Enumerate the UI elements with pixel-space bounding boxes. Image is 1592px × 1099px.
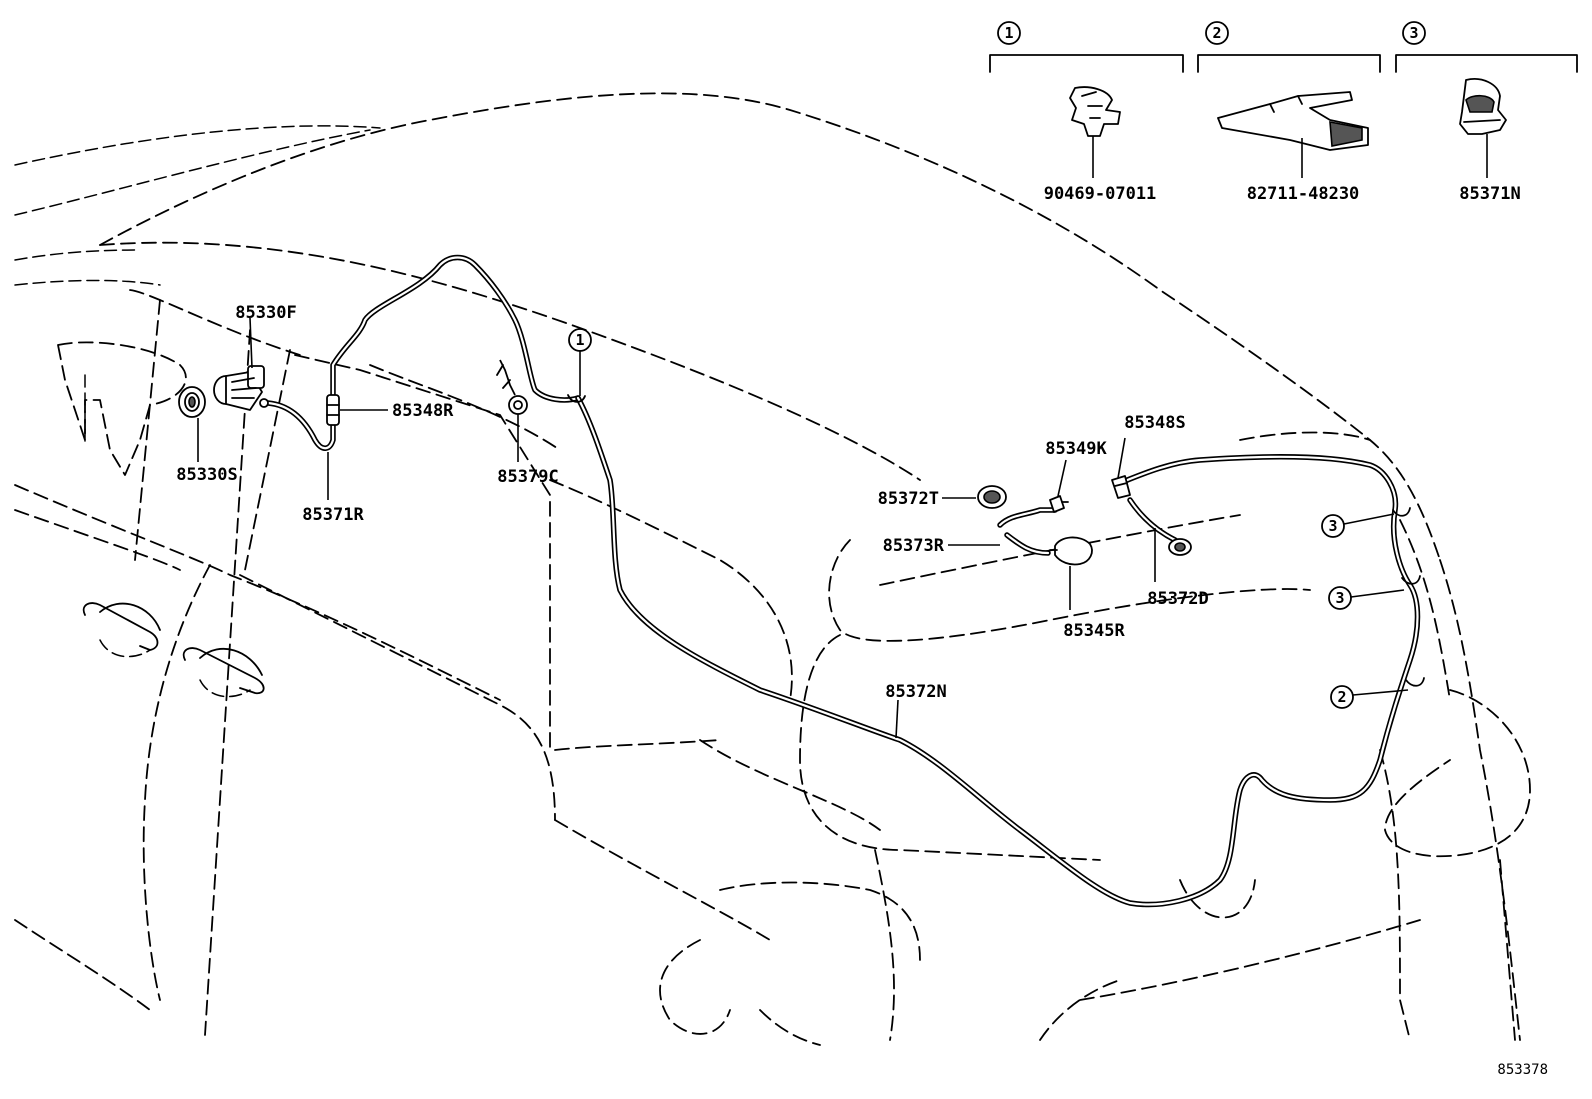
label-85372t: 85372T [878, 489, 939, 509]
label-85379c: 85379C [497, 467, 558, 487]
connector-85348r-part [326, 394, 340, 426]
clip-1-on-hose [567, 394, 586, 403]
leader-lines [197, 317, 1409, 739]
label-85348s: 85348S [1124, 413, 1185, 433]
door-handle-rear [182, 647, 265, 698]
label-85330s: 85330S [176, 465, 237, 485]
washer-tank-outline [57, 341, 187, 476]
hose-85371r [265, 400, 336, 451]
label-85330f: 85330F [235, 303, 296, 323]
label-85372d: 85372D [1147, 589, 1208, 609]
nozzle-85345r-part [1049, 536, 1093, 566]
legend-item-2: 2 82711-48230 [1197, 21, 1381, 204]
joint-85349k-part [1049, 495, 1069, 513]
clip-3-lower [1401, 575, 1421, 585]
washer-pump-85330f-part [213, 365, 269, 411]
legend-marker-2: 2 [1212, 24, 1221, 42]
label-85345r: 85345R [1063, 621, 1125, 641]
vehicle-body-outline [14, 92, 1531, 1046]
svg-text:3: 3 [1335, 589, 1344, 607]
legend-part-number-1: 90469-07011 [1044, 184, 1157, 204]
label-85349k: 85349K [1045, 439, 1107, 459]
callout-2: 2 [1330, 685, 1354, 709]
label-85348r: 85348R [392, 401, 454, 421]
grommet-85372t-part [977, 485, 1007, 509]
legend-marker-3: 3 [1409, 24, 1418, 42]
svg-text:2: 2 [1337, 688, 1346, 706]
label-85372n: 85372N [885, 682, 946, 702]
label-85373r: 85373R [883, 536, 945, 556]
svg-text:1: 1 [575, 331, 584, 349]
door-handle-front [82, 602, 161, 658]
callout-3-lower: 3 [1328, 586, 1352, 610]
hose-85372n [575, 395, 1421, 908]
hose-85373r [997, 507, 1058, 556]
callout-3-upper: 3 [1321, 514, 1345, 538]
legend-marker-1: 1 [1004, 24, 1013, 42]
clip-2 [1405, 677, 1425, 687]
grommet-85372d-part [1168, 538, 1192, 556]
grommet-85330s-part [178, 386, 206, 418]
clip-3-upper [1392, 507, 1411, 517]
callout-1: 1 [568, 328, 592, 352]
legend-item-1: 1 90469-07011 [989, 21, 1184, 204]
hose-85372d [1127, 497, 1178, 543]
hose-upper-roof [330, 254, 581, 403]
svg-text:3: 3 [1328, 517, 1337, 535]
label-85371r: 85371R [302, 505, 364, 525]
legend-part-number-3: 85371N [1459, 184, 1520, 204]
legend-part-number-2: 82711-48230 [1247, 184, 1360, 204]
diagram-id: 853378 [1497, 1062, 1548, 1078]
connector-85348s-part [1111, 475, 1131, 499]
grommet-85379c-part [496, 359, 528, 415]
legend-item-3: 3 85371N [1395, 21, 1578, 204]
